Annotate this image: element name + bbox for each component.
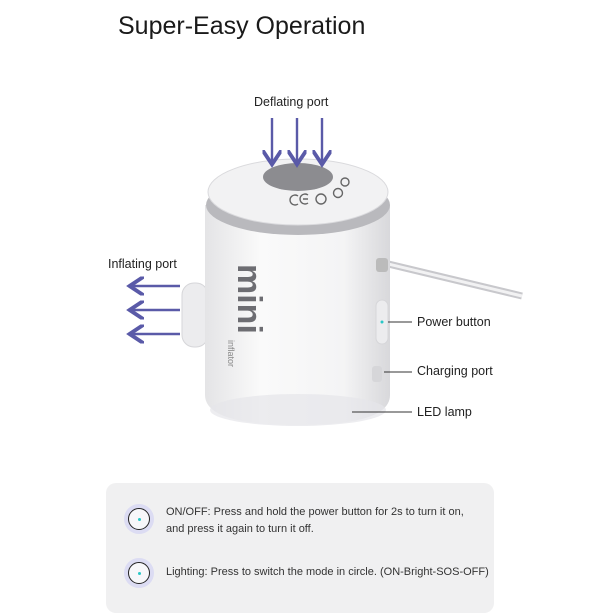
cable-plug bbox=[376, 258, 388, 272]
charging-cable bbox=[379, 258, 523, 300]
inflating-port-label: Inflating port bbox=[108, 257, 177, 271]
deflate-arrows-icon bbox=[272, 118, 322, 162]
device-body bbox=[205, 205, 390, 425]
deflating-port-label: Deflating port bbox=[254, 95, 329, 109]
lighting-instruction: Lighting: Press to switch the mode in ci… bbox=[166, 566, 489, 578]
onoff-instruction-line2: and press it again to turn it off. bbox=[166, 523, 314, 535]
brand-subtext: inflator bbox=[226, 340, 236, 367]
charging-port bbox=[372, 366, 382, 382]
certification-marks-icon bbox=[289, 177, 350, 206]
led-lamp-ring bbox=[210, 394, 386, 426]
page-title: Super-Easy Operation bbox=[118, 12, 366, 40]
inflate-arrows-icon bbox=[132, 286, 180, 334]
instructions-panel: ON/OFF: Press and hold the power button … bbox=[106, 483, 494, 613]
inflating-nozzle bbox=[181, 282, 209, 348]
power-button-icon bbox=[128, 508, 150, 530]
onoff-instruction-line1: ON/OFF: Press and hold the power button … bbox=[166, 506, 464, 518]
power-button-label: Power button bbox=[417, 315, 491, 329]
lighting-button-icon bbox=[128, 562, 150, 584]
charging-port-label: Charging port bbox=[417, 364, 493, 378]
brand-text: mini bbox=[230, 264, 268, 334]
inflator-illustration: mini inflator bbox=[0, 118, 523, 426]
deflating-hole bbox=[263, 163, 333, 191]
led-lamp-label: LED lamp bbox=[417, 405, 472, 419]
